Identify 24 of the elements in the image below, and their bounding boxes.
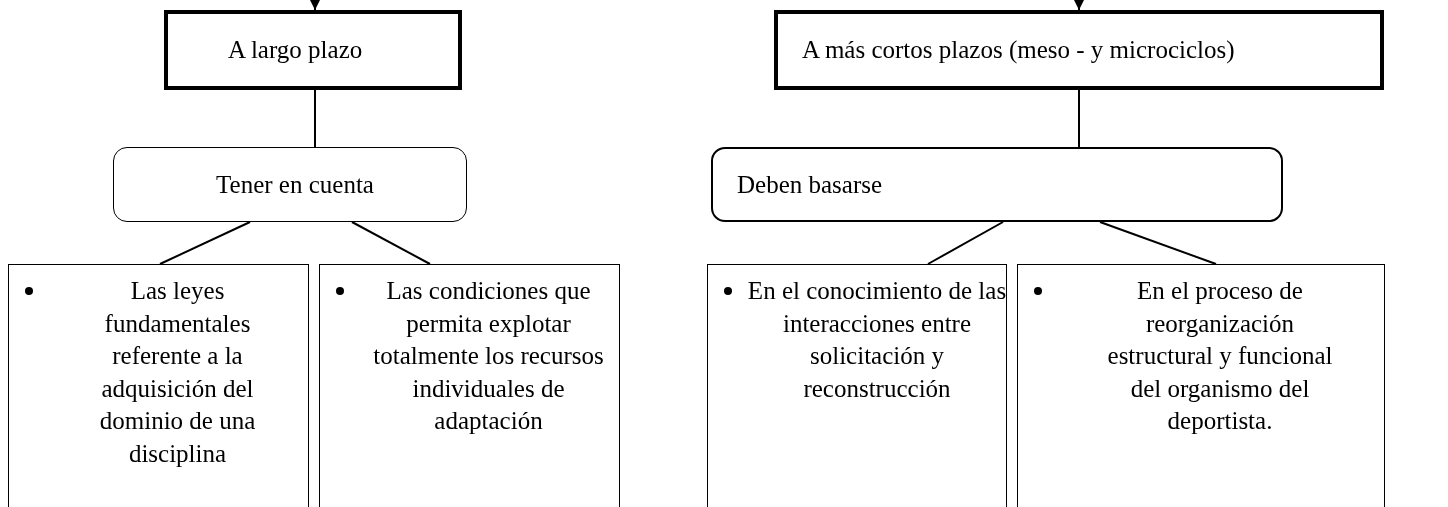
list-box — [319, 264, 620, 507]
bullet-text: En el conocimiento de las interacciones entre solicitación y reconstrucción — [746, 276, 1008, 404]
list-box — [707, 264, 1007, 507]
heading-box — [774, 10, 1384, 90]
connector-line — [927, 221, 1004, 265]
rounded-box — [113, 147, 467, 222]
bullet-text: En el proceso de reorganización estructural y funcional del organismo del deportista. — [1106, 276, 1334, 436]
connector-line — [1099, 221, 1217, 265]
bullet-text: Las leyes fundamentales referente a la adquisición del dominio de una disciplina — [98, 276, 257, 469]
box-label: A más cortos plazos (meso - y microciclos) — [802, 35, 1235, 66]
list-box — [1017, 264, 1385, 507]
bullet-text: Las condiciones que permita explotar totalmente los recursos individuales de adaptación — [372, 276, 605, 436]
rounded-box — [711, 147, 1283, 222]
box-label: Deben basarse — [737, 169, 883, 200]
connector-line — [159, 221, 251, 265]
connector-line — [351, 221, 431, 265]
heading-box — [164, 10, 462, 90]
connector-line — [314, 89, 316, 148]
box-label: Tener en cuenta — [216, 169, 374, 200]
arrow — [1074, 0, 1084, 11]
connector-line — [1078, 89, 1080, 148]
box-label: A largo plazo — [228, 35, 363, 66]
list-box — [8, 264, 309, 507]
arrow — [310, 0, 320, 11]
